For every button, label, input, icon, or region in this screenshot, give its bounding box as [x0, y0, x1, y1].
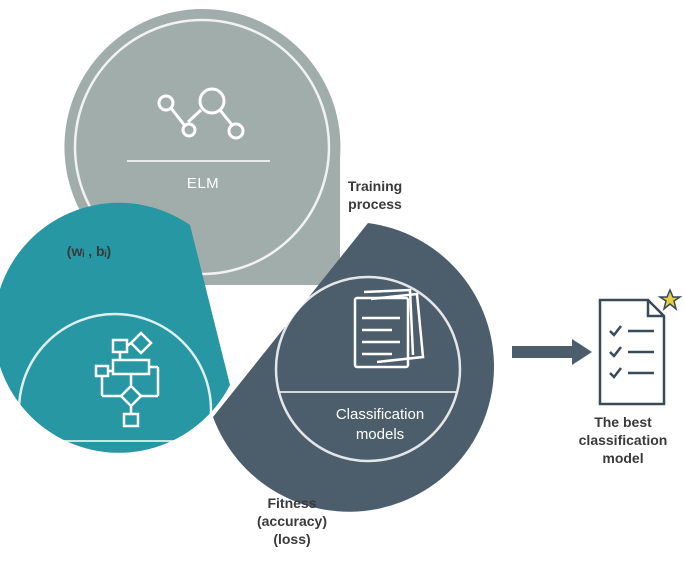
network-nodes-icon — [157, 87, 245, 140]
classification-node — [213, 223, 495, 512]
flowchart-icon — [94, 331, 160, 428]
fitness-line3: (loss) — [273, 531, 311, 547]
fitness-line2: (accuracy) — [256, 513, 328, 529]
classification-label: Classification models — [300, 405, 460, 445]
best-line3: model — [602, 450, 644, 466]
training-line2: process — [348, 196, 402, 212]
checklist-document-star-icon — [598, 288, 683, 406]
fitness-line1: Fitness — [267, 495, 317, 511]
best-model-label: The best classification model — [568, 413, 678, 467]
fitness-label: Fitness (accuracy) (loss) — [232, 494, 352, 548]
output-arrow — [512, 339, 592, 365]
elm-label: ELM — [186, 175, 220, 192]
classification-label-line2: models — [355, 426, 405, 443]
classification-label-line1: Classification — [335, 406, 425, 423]
best-line1: The best — [594, 414, 652, 430]
best-line2: classification — [578, 432, 668, 448]
pso-node — [0, 202, 230, 508]
training-line1: Training — [347, 178, 403, 194]
pso-label: PSO optimization — [67, 455, 183, 472]
training-process-label: Training process — [325, 177, 425, 213]
weights-bias-label: (wᵢ , bᵢ) — [66, 243, 112, 259]
documents-icon — [353, 288, 425, 369]
